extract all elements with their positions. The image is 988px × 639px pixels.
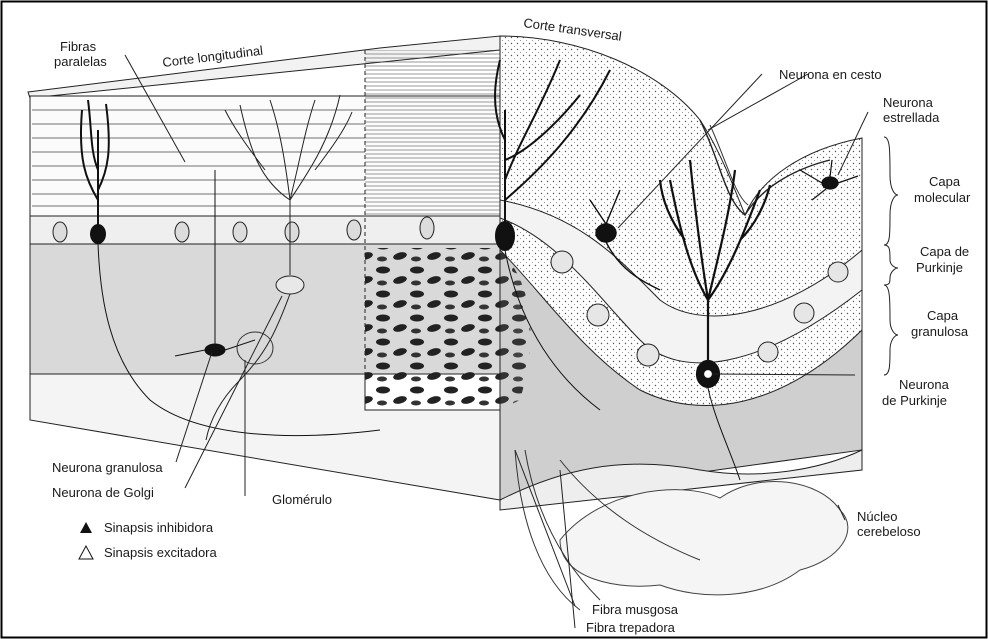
excitatory-synapse-icon [79, 546, 93, 559]
label-neurona-en-cesto: Neurona en cesto [779, 67, 882, 82]
transverse-block [500, 36, 862, 510]
legend-inhibidora: Sinapsis inhibidora [104, 520, 214, 535]
label-capa-granulosa-2: granulosa [911, 324, 969, 339]
label-capa-molecular-2: molecular [914, 190, 971, 205]
label-neurona-purkinje-2: de Purkinje [882, 393, 947, 408]
parallel-fibers-region [365, 50, 500, 216]
label-neurona-purkinje: Neurona [899, 377, 950, 392]
label-neurona-golgi: Neurona de Golgi [52, 485, 154, 500]
label-capa-purkinje-2: Purkinje [916, 260, 963, 275]
label-neurona-estrellada-2: estrellada [883, 110, 940, 125]
label-capa-molecular: Capa [929, 174, 961, 189]
label-fibra-trepadora: Fibra trepadora [586, 620, 676, 635]
label-fibras-paralelas: Fibras [60, 39, 97, 54]
longitudinal-block [28, 36, 500, 500]
legend-excitadora: Sinapsis excitadora [104, 545, 217, 560]
inhibitory-synapse-icon [80, 522, 92, 533]
label-neurona-estrellada: Neurona [883, 95, 934, 110]
label-capa-granulosa: Capa [927, 308, 959, 323]
label-capa-purkinje: Capa de [920, 244, 969, 259]
label-fibras-paralelas-2: paralelas [54, 54, 107, 69]
label-nucleo-cerebeloso-2: cerebeloso [857, 524, 921, 539]
label-nucleo-cerebeloso: Núcleo [857, 509, 897, 524]
granule-cells-region [365, 248, 500, 408]
legend: Sinapsis inhibidora Sinapsis excitadora [79, 520, 217, 560]
label-neurona-granulosa: Neurona granulosa [52, 460, 163, 475]
label-glomerulo: Glomérulo [272, 492, 332, 507]
label-fibra-musgosa: Fibra musgosa [592, 602, 679, 617]
